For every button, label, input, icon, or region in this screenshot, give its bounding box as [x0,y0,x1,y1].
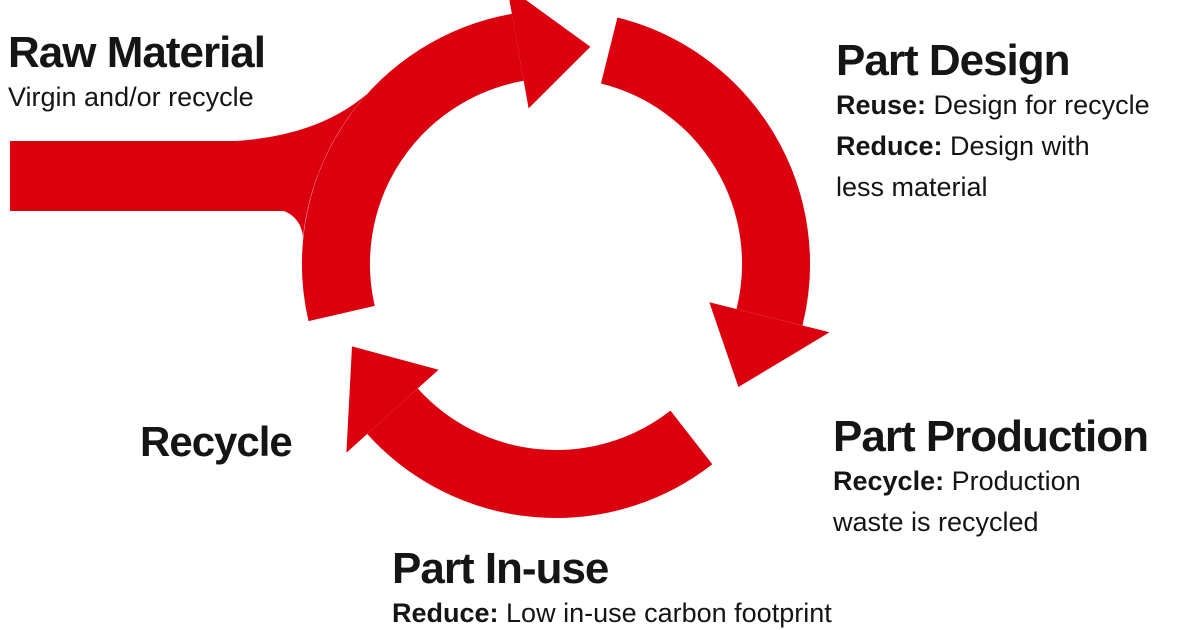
node-part-production: Part Production Recycle: Production wast… [833,412,1149,543]
line-text: Low in-use carbon footprint [498,598,832,629]
part-production-line: Recycle: Production [833,461,1148,502]
arrowhead-right-icon [709,302,830,387]
node-recycle: Recycle [140,418,293,465]
line-text: Production [944,466,1081,497]
line-text: less material [836,172,988,203]
cycle-arrow-bottom [367,387,713,518]
line-bold-label: Reduce: [392,598,499,629]
node-raw-material: Raw Material Virgin and/or recycle [8,28,266,118]
line-text: Design for recycle [926,90,1150,121]
line-bold-label: Reduce: [836,131,943,162]
part-production-title: Part Production [833,412,1149,461]
arrowhead-top-icon [509,0,591,109]
part-in-use-line: Reduce: Low in-use carbon footprint [392,593,832,630]
node-part-design: Part Design Reuse: Design for recycle Re… [836,36,1150,208]
raw-material-title: Raw Material [8,28,266,77]
line-text: Design with [942,131,1090,162]
part-design-line: Reuse: Design for recycle [836,85,1150,126]
raw-material-subtitle: Virgin and/or recycle [8,77,265,118]
part-design-line: Reduce: Design with [836,126,1150,167]
part-in-use-title: Part In-use [392,544,609,593]
part-design-title: Part Design [836,36,1071,85]
part-design-line: less material [836,167,1150,208]
arrowhead-left-icon [346,346,439,453]
line-text: waste is recycled [833,507,1039,538]
node-part-in-use: Part In-use Reduce: Low in-use carbon fo… [392,544,832,630]
line-text: Virgin and/or recycle [8,82,254,113]
line-bold-label: Reuse: [836,90,927,121]
part-production-line: waste is recycled [833,502,1148,543]
cycle-arrow-right [600,17,810,326]
line-bold-label: Recycle: [833,466,945,497]
raw-material-inflow-arrow [10,94,367,237]
cycle-arrow-top [301,13,525,322]
recycle-title: Recycle [140,418,293,465]
